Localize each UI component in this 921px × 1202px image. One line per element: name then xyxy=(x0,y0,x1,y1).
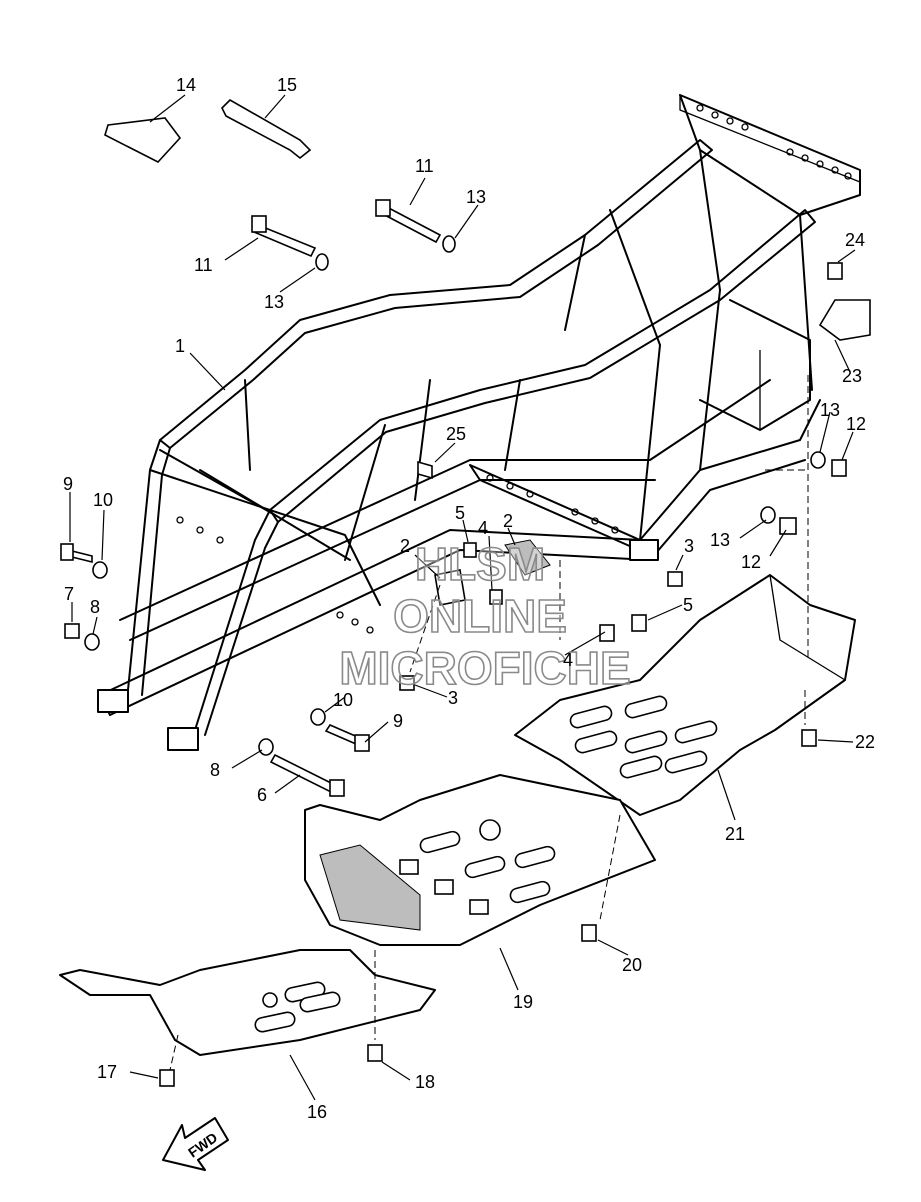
callout-7: 7 xyxy=(64,584,74,604)
callout-24: 24 xyxy=(845,230,865,250)
callout-13a: 13 xyxy=(466,187,486,207)
callout-13c: 13 xyxy=(820,400,840,420)
washers-and-nuts xyxy=(64,235,871,756)
watermark-line-3: MICROFICHE xyxy=(339,642,630,694)
callout-8a: 8 xyxy=(90,597,100,617)
alignment-lines xyxy=(169,375,809,1071)
front-skid-plate xyxy=(59,949,436,1056)
middle-skid-slots xyxy=(399,819,556,915)
callout-13d: 13 xyxy=(710,530,730,550)
callout-14: 14 xyxy=(176,75,196,95)
callout-13b: 13 xyxy=(264,292,284,312)
callout-16: 16 xyxy=(307,1102,327,1122)
main-frame xyxy=(97,94,861,751)
rear-skid-plate xyxy=(514,574,856,816)
part-14-tube xyxy=(104,117,182,163)
callout-18: 18 xyxy=(415,1072,435,1092)
callout-1: 1 xyxy=(175,336,185,356)
watermark: HLSM ONLINE MICROFICHE xyxy=(339,537,632,695)
front-skid-slots xyxy=(254,981,341,1033)
bolts xyxy=(60,199,843,1087)
watermark-line-2: ONLINE xyxy=(393,590,567,642)
part-15-rod xyxy=(221,99,312,160)
middle-skid-plate xyxy=(304,774,656,946)
callout-20: 20 xyxy=(622,955,642,975)
callout-9b: 9 xyxy=(393,711,403,731)
callout-4b: 4 xyxy=(563,650,573,670)
callout-2b: 2 xyxy=(400,536,410,556)
callout-21: 21 xyxy=(725,824,745,844)
callout-5a: 5 xyxy=(455,503,465,523)
callout-5b: 5 xyxy=(683,595,693,615)
callout-10b: 10 xyxy=(333,690,353,710)
callout-12a: 12 xyxy=(846,414,866,434)
callout-11a: 11 xyxy=(415,156,434,176)
callout-labels: 1 2 2 3 3 4 4 5 5 6 7 8 8 9 9 10 10 11 1… xyxy=(63,75,875,1122)
callout-23: 23 xyxy=(842,366,862,386)
callout-11b: 11 xyxy=(194,255,213,275)
callout-8b: 8 xyxy=(210,760,220,780)
callout-12b: 12 xyxy=(741,552,761,572)
callout-25: 25 xyxy=(446,424,466,444)
rear-skid-slots xyxy=(569,695,718,779)
callout-4a: 4 xyxy=(478,518,488,538)
callout-17: 17 xyxy=(97,1062,117,1082)
callout-22: 22 xyxy=(855,732,875,752)
watermark-line-1: HLSM xyxy=(415,538,545,590)
callout-15: 15 xyxy=(277,75,297,95)
callout-19: 19 xyxy=(513,992,533,1012)
callout-2a: 2 xyxy=(503,511,513,531)
callout-3b: 3 xyxy=(448,688,458,708)
callout-6: 6 xyxy=(257,785,267,805)
forward-direction-arrow: FWD xyxy=(162,1117,229,1171)
leader-lines xyxy=(69,94,856,1101)
callout-3a: 3 xyxy=(684,536,694,556)
callout-9a: 9 xyxy=(63,474,73,494)
callout-10a: 10 xyxy=(93,490,113,510)
